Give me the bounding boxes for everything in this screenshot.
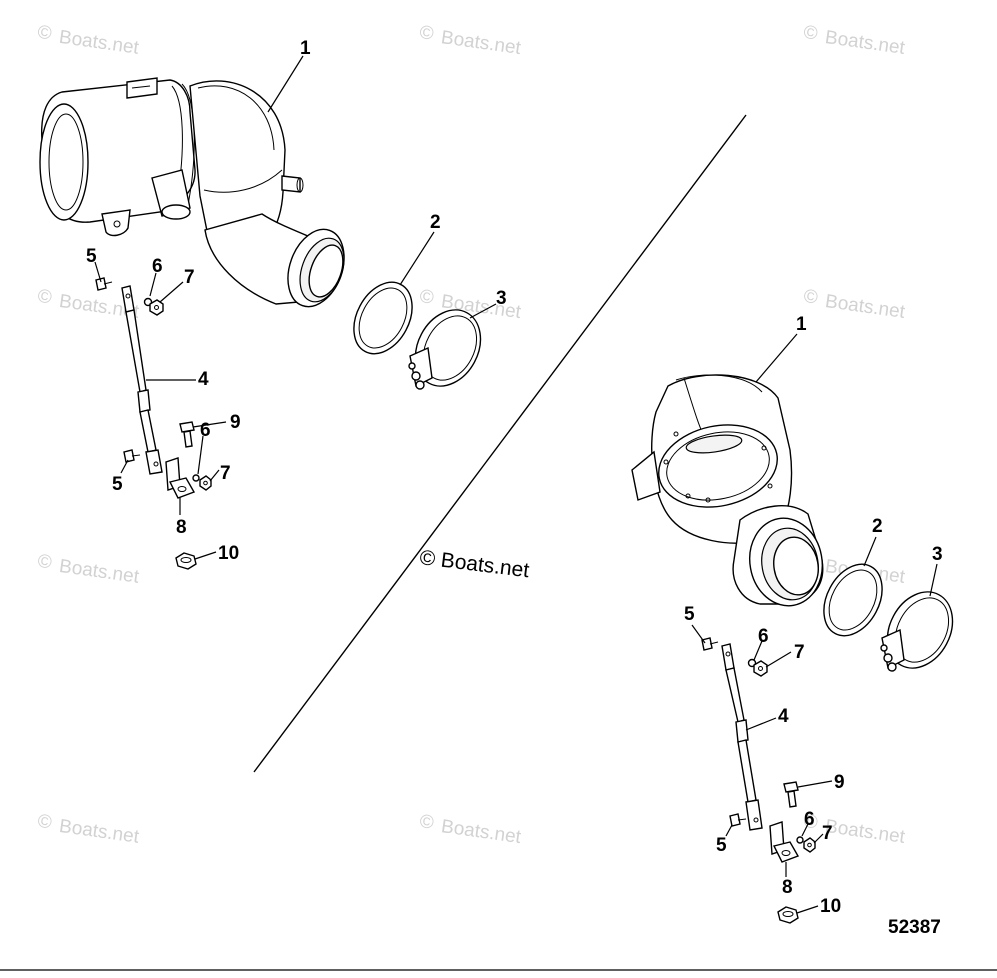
left-washer-lower: [192, 474, 200, 482]
left-nut-upper: [149, 299, 164, 316]
watermark-symbol: ©: [802, 286, 819, 309]
callout-2: 2: [430, 212, 441, 233]
left-hex-nut: [175, 552, 197, 570]
callout-7: 7: [794, 642, 805, 663]
right-gasket-ring: [823, 563, 883, 637]
callout-3: 3: [932, 544, 943, 565]
right-washer-lower: [796, 836, 804, 844]
left-bracket: [165, 457, 196, 499]
watermark-text: Boats.net: [824, 291, 907, 323]
callout-7: 7: [822, 823, 833, 844]
right-callouts: 1 2 3 4 5 6 7 9 5 6 7 8 10: [684, 314, 943, 917]
watermark-symbol: ©: [418, 22, 435, 45]
watermark-text: Boats.net: [824, 816, 907, 848]
left-callouts: 1 2 3 4 5 6 7 9 5 6 7 8 10: [86, 38, 507, 564]
divider-line: [253, 114, 747, 773]
watermark-symbol: ©: [802, 22, 819, 45]
right-bolt-lower: [729, 813, 747, 827]
callout-5: 5: [112, 474, 123, 495]
callout-8: 8: [176, 517, 187, 538]
callout-6: 6: [200, 420, 211, 441]
right-clamp: [880, 591, 954, 672]
callout-3: 3: [496, 288, 507, 309]
left-support-rod: [121, 285, 163, 475]
left-nut-lower: [199, 475, 212, 491]
callout-8: 8: [782, 877, 793, 898]
callout-6: 6: [804, 809, 815, 830]
callout-4: 4: [778, 706, 789, 727]
callout-10: 10: [218, 543, 239, 564]
right-assembly: 1 2 3 4 5 6 7 9 5 6 7 8 10: [631, 314, 954, 924]
right-leader-lines: [691, 333, 938, 914]
left-bolt-upper: [95, 277, 113, 291]
right-nut-lower: [803, 837, 816, 853]
callout-2: 2: [872, 516, 883, 537]
watermark-text: Boats.net: [58, 556, 141, 588]
right-bracket: [769, 821, 800, 863]
right-bolt-9: [783, 781, 799, 808]
left-leader-lines: [94, 55, 497, 560]
watermark-text: Boats.net: [824, 27, 907, 59]
left-exhaust-elbow: [39, 77, 345, 308]
right-bolt-upper: [701, 637, 719, 651]
left-gasket-ring: [353, 281, 413, 355]
callout-5: 5: [684, 604, 695, 625]
right-exhaust-elbow: [631, 374, 824, 607]
left-bolt-9: [179, 421, 195, 448]
watermark-text: Boats.net: [440, 27, 523, 59]
callout-6: 6: [758, 626, 769, 647]
watermark-symbol: ©: [36, 551, 53, 574]
callout-6: 6: [152, 256, 163, 277]
left-clamp: [408, 309, 482, 390]
watermark-text: Boats.net: [440, 816, 523, 848]
callout-10: 10: [820, 896, 841, 917]
callout-1: 1: [796, 314, 807, 335]
callout-7: 7: [184, 267, 195, 288]
watermark-symbol: ©: [36, 22, 53, 45]
center-copyright: © Boats.net: [418, 546, 530, 582]
left-assembly: 1 2 3 4 5 6 7 9 5 6 7 8 10: [39, 38, 507, 570]
left-bolt-lower: [123, 449, 141, 463]
callout-5: 5: [86, 246, 97, 267]
callout-4: 4: [198, 369, 209, 390]
right-hex-nut: [777, 906, 799, 924]
callout-1: 1: [300, 38, 311, 59]
right-support-rod: [721, 643, 763, 831]
diagram-number: 52387: [888, 917, 941, 938]
callout-9: 9: [834, 772, 845, 793]
watermark-symbol: ©: [36, 811, 53, 834]
watermark-symbol: ©: [418, 286, 435, 309]
watermark-text: Boats.net: [58, 816, 141, 848]
callout-9: 9: [230, 412, 241, 433]
right-nut-upper: [753, 660, 768, 677]
callout-5: 5: [716, 835, 727, 856]
watermark-text: Boats.net: [58, 27, 141, 59]
watermark-symbol: ©: [36, 286, 53, 309]
watermark-symbol: ©: [418, 811, 435, 834]
callout-7: 7: [220, 463, 231, 484]
